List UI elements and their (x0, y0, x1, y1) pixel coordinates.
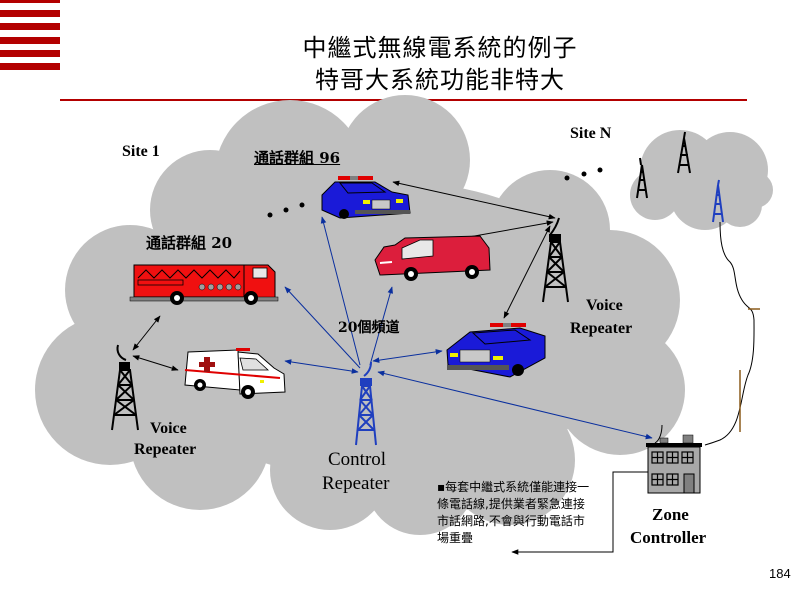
control-links (284, 216, 653, 440)
siteN-tower-icon (636, 157, 648, 199)
voice-repeater-left-label-line2: Repeater (134, 441, 197, 458)
ellipsis-dots-left (267, 202, 305, 218)
zone-controller-label-line1: Zone (652, 505, 689, 524)
footnote-line: ▪每套中繼式系統僅能連接一 (437, 480, 590, 494)
voice-link (132, 315, 161, 351)
zone-wire (654, 424, 663, 444)
control-link (284, 286, 361, 369)
control-link (377, 370, 653, 440)
voice-repeater-left-tower-icon (111, 344, 139, 431)
siteN-blue-tower-icon (712, 179, 724, 223)
footnote: ▪每套中繼式系統僅能連接一 條電話線,提供業者緊急連接 市話網路,不會與行動電話… (437, 479, 617, 547)
police-car-top-icon (321, 176, 411, 219)
slide-title-line1: 中繼式無線電系統的例子 (302, 34, 578, 62)
red-van-icon (374, 235, 491, 281)
pstn-line-arrow (511, 471, 648, 555)
control-link (372, 349, 443, 363)
slide-title-line2: 特哥大系統功能非特大 (315, 66, 565, 94)
control-repeater-label-line2: Repeater (322, 473, 390, 494)
stripe (0, 63, 60, 70)
ellipsis-dots-right (564, 167, 603, 181)
zone-controller-label-line2: Controller (630, 528, 707, 547)
stripe (0, 50, 60, 57)
stripe (0, 0, 60, 3)
voice-link (503, 225, 551, 319)
control-repeater-label-line1: Control (328, 449, 387, 470)
stripe (0, 23, 60, 30)
voice-repeater-right-label-line1: Voice (586, 297, 623, 314)
zone-controller-building-icon (646, 434, 702, 494)
channels-label: 20個頻道 (338, 320, 400, 336)
page-number: 184 (769, 566, 791, 581)
siteN-tower-icon (677, 131, 691, 174)
siteN-cloud (630, 130, 773, 230)
talkgroup-96-label: 通話群組 96 (254, 149, 341, 167)
header-stripes (0, 0, 60, 72)
footnote-line: 市話網路,不會與行動電話市 (437, 514, 585, 528)
voice-repeater-right-tower-icon (542, 217, 569, 303)
stripe (0, 37, 60, 44)
site1-label: Site 1 (122, 143, 160, 160)
footnote-line: 場重疊 (437, 531, 474, 545)
voice-repeater-right-label-line2: Repeater (570, 320, 633, 337)
voice-repeater-left-label-line1: Voice (150, 420, 187, 437)
control-repeater-tower-icon (355, 361, 377, 446)
phone-wire (704, 221, 755, 446)
control-link (320, 216, 361, 366)
ambulance-icon (184, 348, 286, 399)
talkgroup-20-label: 通話群組 20 (146, 234, 233, 252)
control-link (284, 359, 359, 374)
stripe (0, 10, 60, 17)
footnote-line: 條電話線,提供業者緊急連接 (437, 497, 585, 511)
voice-links (132, 180, 556, 371)
voice-link (132, 355, 179, 371)
fire-truck-icon (129, 264, 279, 305)
voice-link (392, 180, 556, 220)
siteN-label: Site N (570, 125, 612, 142)
police-car-bottom-icon (446, 323, 546, 378)
